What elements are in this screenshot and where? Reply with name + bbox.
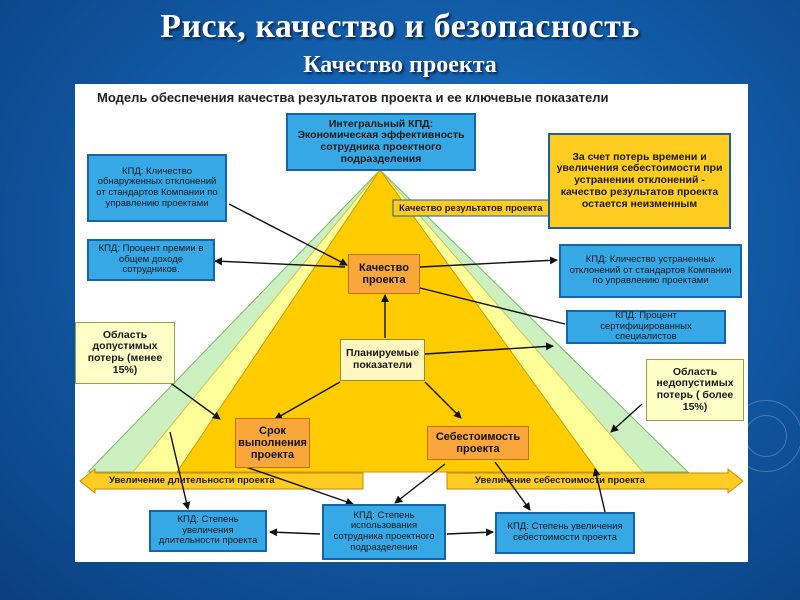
planned-node: Планируемые показатели xyxy=(340,339,425,381)
note-box: За счет потерь времени и увеличения себе… xyxy=(548,133,731,229)
arrow-quality-right-kpd1 xyxy=(419,256,558,268)
arrow-acceptable-zone xyxy=(164,378,221,420)
diagram-heading: Модель обеспечения качества результатов … xyxy=(97,90,609,105)
right-kpd-box-1: КПД: Кличество устраненных отклонений от… xyxy=(559,244,742,298)
arrow-duration-bottom-center xyxy=(242,465,354,506)
acceptable-zone-box: Область допустимых потерь (менее 15%) xyxy=(75,322,175,384)
diagram-panel: Модель обеспечения качества результатов … xyxy=(75,84,748,562)
duration-increase-arrow xyxy=(79,467,364,495)
arrow-planned-cost xyxy=(424,381,462,419)
arrow-left-kpd2 xyxy=(214,257,346,268)
pyramid-core xyxy=(176,169,599,473)
quality-node: Качество проекта xyxy=(348,254,420,294)
arrow-planned-pale-right xyxy=(424,342,554,355)
arrow-planned-duration xyxy=(274,381,341,420)
duration-arrow-label: Увеличение длительности проекта xyxy=(109,475,275,486)
unacceptable-zone-box: Область недопустимых потерь ( более 15%) xyxy=(646,359,744,421)
left-kpd-box-2: КПД: Процент премии в общем доходе сотру… xyxy=(87,239,215,281)
arrow-cost-bottom-right xyxy=(494,461,531,511)
bottom-kpd-left: КПД: Степень увеличения длительности про… xyxy=(149,510,267,552)
arrow-bottom-left xyxy=(169,431,191,510)
diagram-canvas xyxy=(79,169,744,537)
arrow-unacceptable-zone xyxy=(610,403,643,433)
arrow-left-kpd1 xyxy=(228,203,348,266)
arrow-cost-bottom-center xyxy=(394,463,446,504)
arrow-bottom-center-left xyxy=(269,528,321,537)
arrow-bottom-right-zone xyxy=(592,468,606,513)
cost-node: Себестоимость проекта xyxy=(427,426,529,460)
decorative-ripple xyxy=(745,415,787,457)
bottom-kpd-right: КПД: Степень увеличения себестоимости пр… xyxy=(495,512,635,554)
slide-subtitle: Качество проекта xyxy=(303,52,497,78)
left-kpd-box-1: КПД: Кличество обнаруженных отклонений о… xyxy=(87,154,227,222)
right-kpd-box-2: КПД: Процент сертифицированных специалис… xyxy=(566,310,726,344)
bottom-kpd-center: КПД: Степень использования сотрудника пр… xyxy=(322,504,446,560)
cost-arrow-label: Увеличение себестоимости проекта xyxy=(475,475,645,486)
arrow-right-kpd2 xyxy=(411,283,566,325)
integral-kpd-box: Интегральный КПД: Экономическая эффектив… xyxy=(286,113,476,171)
slide-title: Риск, качество и безопасность xyxy=(160,8,640,45)
quality-arrow-label: Качество результатов проекта xyxy=(399,203,543,214)
arrow-bottom-center-right xyxy=(446,528,494,537)
duration-node: Срок выполнения проекта xyxy=(235,418,310,468)
cost-increase-arrow xyxy=(446,467,744,495)
